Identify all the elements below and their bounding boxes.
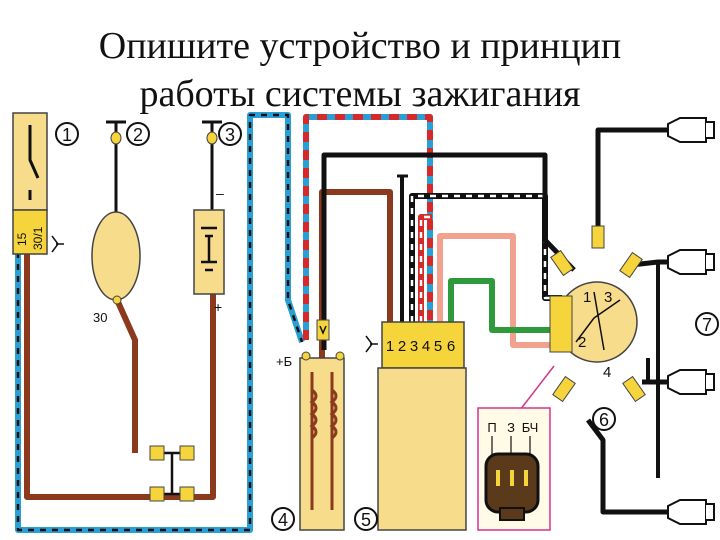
distributor-pin-4: 4 bbox=[603, 364, 611, 381]
title-line-1: Опишите устройство и принцип bbox=[98, 25, 622, 67]
coil-plus-b-label: +Б bbox=[276, 354, 292, 369]
coil-high-voltage-terminal bbox=[316, 319, 330, 341]
component-number-2: 2 bbox=[133, 125, 143, 145]
fuse-4 bbox=[179, 486, 195, 502]
coil-winding-icon bbox=[309, 372, 338, 510]
connector-pin-3: 3 bbox=[410, 338, 418, 355]
wire-black-plug-1 bbox=[595, 127, 668, 238]
coil-body bbox=[299, 357, 345, 531]
sensor-connector-latch bbox=[499, 507, 525, 521]
distributor-terminal-connector bbox=[549, 295, 573, 353]
wire-green bbox=[448, 278, 560, 333]
spark-plug-1 bbox=[667, 117, 715, 143]
distributor: 1 3 2 4 bbox=[519, 225, 646, 411]
component-number-2-badge bbox=[126, 122, 150, 146]
coil-terminal-b-pin bbox=[301, 351, 311, 361]
wire-brown-switch-loop bbox=[24, 252, 216, 500]
distributor-rotor-icon bbox=[575, 291, 621, 351]
coil-terminal-mark bbox=[319, 325, 327, 335]
distributor-terminal-lower-right bbox=[622, 375, 646, 403]
sensor-connector-pins bbox=[496, 470, 528, 486]
connector-pin-6: 6 bbox=[447, 338, 455, 355]
component-number-3-badge bbox=[218, 122, 242, 146]
component-number-7-badge bbox=[695, 312, 719, 336]
distributor-terminal-lower-left bbox=[552, 375, 576, 403]
spark-plug-2 bbox=[667, 249, 715, 275]
battery-terminal-pin bbox=[206, 131, 218, 145]
wire-brown-generator bbox=[115, 300, 138, 453]
fuse-1 bbox=[149, 445, 165, 461]
wire-black-white-dashed-dash bbox=[410, 194, 562, 322]
component-number-5: 5 bbox=[361, 510, 371, 530]
distributor-pin-2: 2 bbox=[578, 334, 586, 351]
wire-black-white-dashed bbox=[409, 193, 562, 322]
spark-plugs bbox=[667, 117, 715, 525]
wire-black-rack bbox=[646, 262, 660, 478]
fuse-block bbox=[149, 445, 195, 502]
switch-unit-body bbox=[377, 367, 467, 531]
switch-unit: 1 2 3 4 5 6 bbox=[365, 174, 467, 531]
connector-pin-2: 2 bbox=[398, 338, 406, 355]
coil-terminal-k-pin bbox=[335, 351, 345, 361]
connector-pin-5: 5 bbox=[434, 338, 442, 355]
component-number-7: 7 bbox=[702, 315, 712, 335]
connector-ground-icon bbox=[365, 335, 378, 353]
ignition-switch: 15 30/1 bbox=[12, 112, 64, 255]
distributor-pin-1: 1 bbox=[583, 289, 591, 306]
sensor-connector-inset: П З БЧ bbox=[477, 407, 551, 531]
connector-pin-1: 1 bbox=[386, 338, 394, 355]
battery-minus-label: – bbox=[216, 185, 224, 201]
battery-plus-label: + bbox=[214, 299, 222, 315]
page-title: Опишите устройство и принцип работы сист… bbox=[0, 22, 720, 118]
wires bbox=[15, 112, 668, 533]
wire-blue-dashed-ground bbox=[15, 112, 305, 533]
battery-cells bbox=[201, 226, 217, 272]
switch-terminal-15-label: 15 bbox=[15, 232, 29, 246]
switch-terminal-30-1-label: 30/1 bbox=[31, 226, 45, 250]
battery: – + bbox=[193, 120, 225, 315]
fuse-3 bbox=[149, 486, 165, 502]
component-number-5-badge bbox=[354, 507, 378, 531]
generator-body bbox=[91, 211, 141, 301]
component-number-1-badge bbox=[55, 122, 79, 146]
ignition-switch-contact bbox=[28, 125, 40, 200]
sensor-pin-p-label: П bbox=[487, 420, 496, 435]
title-line-2: работы системы зажигания bbox=[139, 73, 581, 115]
ignition-coil: +Б bbox=[276, 319, 345, 531]
component-number-6: 6 bbox=[599, 410, 609, 430]
component-number-6-badge bbox=[592, 407, 616, 431]
generator: 30 bbox=[91, 120, 141, 325]
wire-black-plug-4 bbox=[586, 418, 668, 515]
distributor-terminal-upper-left bbox=[550, 249, 574, 277]
component-number-4-badge bbox=[271, 507, 295, 531]
ignition-switch-terminal-block bbox=[12, 209, 48, 255]
wire-brown-coil-to-connector bbox=[319, 189, 393, 362]
distributor-sensor-leader bbox=[519, 365, 555, 411]
wire-red-white-dashed-dash bbox=[419, 215, 432, 322]
generator-terminal-30-pin bbox=[112, 295, 122, 305]
distributor-terminal-upper-right bbox=[619, 251, 643, 279]
component-number-1: 1 bbox=[62, 125, 72, 145]
wire-red-blue-dashed-dash bbox=[303, 114, 433, 340]
generator-terminal-pin bbox=[110, 131, 122, 145]
connector-pin-4: 4 bbox=[422, 338, 430, 355]
spark-plug-4 bbox=[667, 499, 715, 525]
wire-black-coil-to-distributor bbox=[321, 152, 576, 350]
component-number-3: 3 bbox=[225, 125, 235, 145]
wire-blue-dashed-ground-dash bbox=[16, 113, 304, 532]
fuse-2 bbox=[179, 445, 195, 461]
spark-plug-3 bbox=[667, 369, 715, 395]
ground-arrow-icon bbox=[51, 235, 64, 253]
sensor-pin-z-label: З bbox=[507, 420, 515, 435]
distributor-terminal-top bbox=[591, 225, 605, 249]
distributor-pin-3: 3 bbox=[604, 289, 612, 306]
component-number-4: 4 bbox=[278, 510, 288, 530]
battery-body bbox=[193, 209, 225, 295]
wire-pink bbox=[437, 233, 560, 348]
generator-terminal-30-label: 30 bbox=[93, 310, 107, 325]
sensor-pin-bch-label: БЧ bbox=[522, 420, 539, 435]
